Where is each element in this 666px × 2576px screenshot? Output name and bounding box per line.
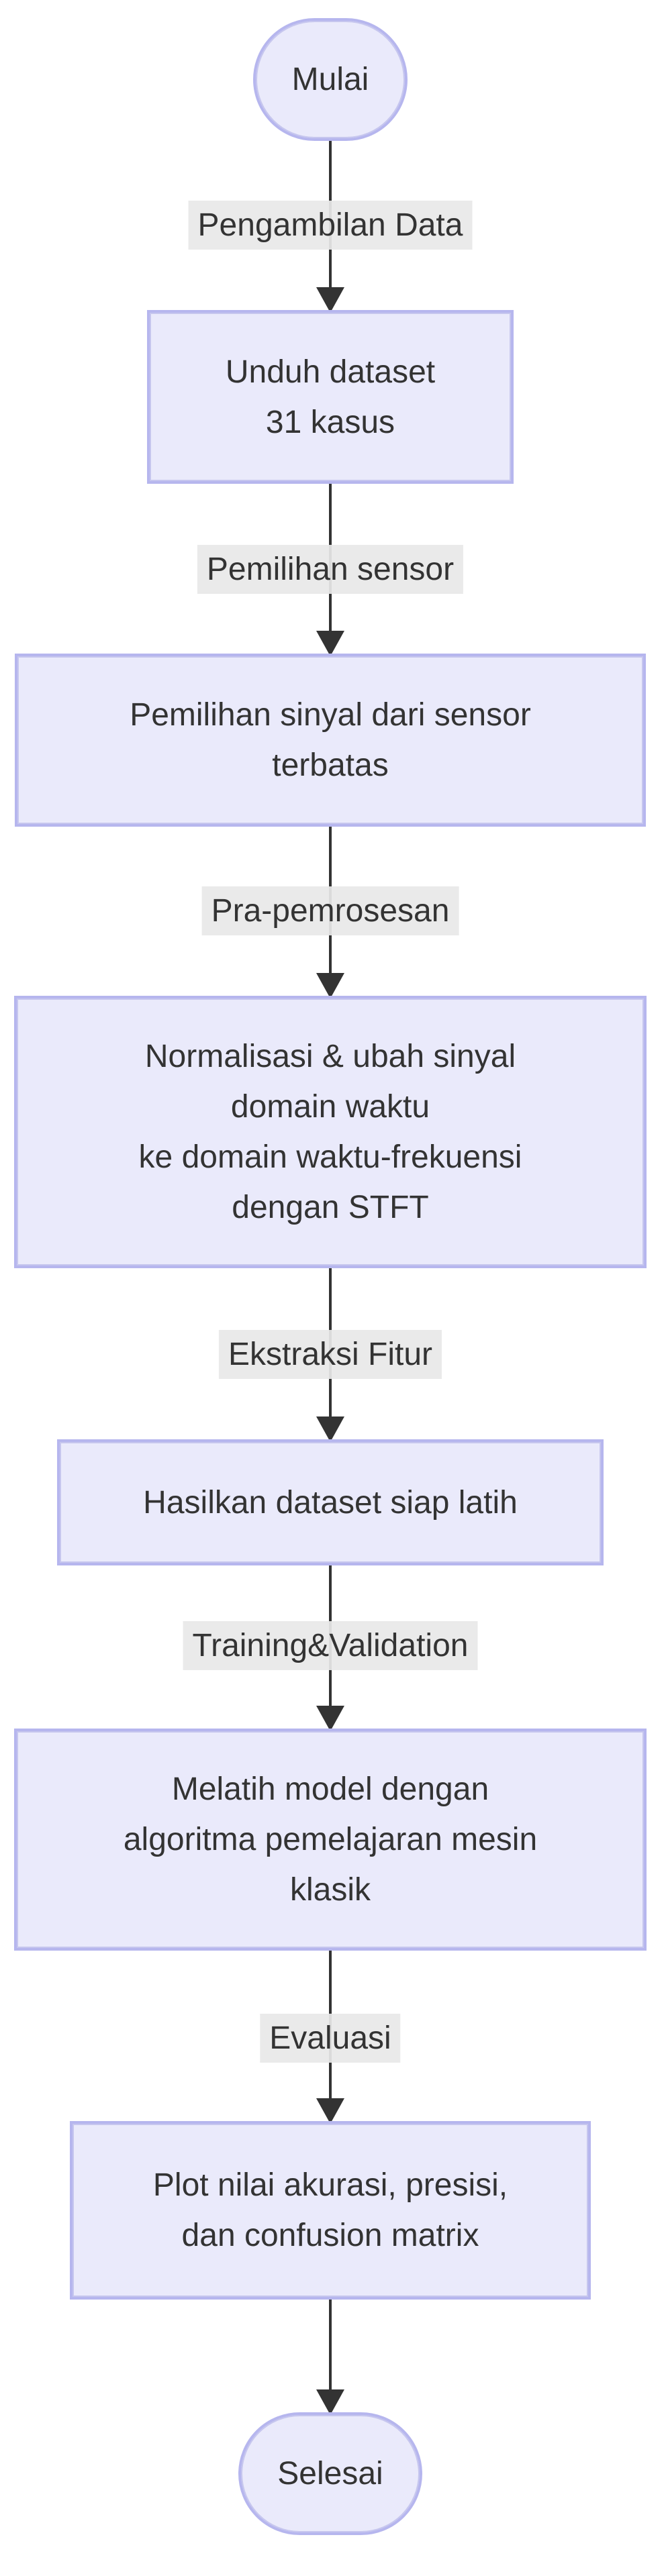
arrow-head-icon xyxy=(316,287,344,313)
process-node-unduh-dataset: Unduh dataset 31 kasus xyxy=(147,310,514,484)
edge-label-pengambilan-data: Pengambilan Data xyxy=(188,201,473,250)
arrow-head-icon xyxy=(316,2389,344,2415)
process-node-hasilkan-dataset: Hasilkan dataset siap latih xyxy=(57,1439,604,1565)
edge-label-training-validation: Training&Validation xyxy=(183,1621,478,1670)
start-node: Mulai xyxy=(253,18,408,141)
process-node-pemilihan-sinyal: Pemilihan sinyal dari sensor terbatas xyxy=(15,654,646,827)
process-node-normalisasi-stft: Normalisasi & ubah sinyal domain waktu k… xyxy=(14,996,647,1268)
arrow-head-icon xyxy=(316,2098,344,2124)
arrow-head-icon xyxy=(316,1706,344,1731)
arrow-head-icon xyxy=(316,1416,344,1442)
edge-label-pemilihan-sensor: Pemilihan sensor xyxy=(197,545,464,594)
edge-label-pra-pemrosesan: Pra-pemrosesan xyxy=(201,886,459,935)
arrow-head-icon xyxy=(316,631,344,656)
edge-label-ekstraksi-fitur: Ekstraksi Fitur xyxy=(218,1330,442,1379)
arrow-head-icon xyxy=(316,973,344,998)
edge-line-evaluate-end xyxy=(329,2300,332,2389)
edge-label-evaluasi: Evaluasi xyxy=(260,2014,401,2063)
end-node: Selesai xyxy=(238,2412,422,2535)
process-node-plot-akurasi: Plot nilai akurasi, presisi, dan confusi… xyxy=(70,2121,591,2300)
process-node-melatih-model: Melatih model dengan algoritma pemelajar… xyxy=(14,1729,647,1951)
